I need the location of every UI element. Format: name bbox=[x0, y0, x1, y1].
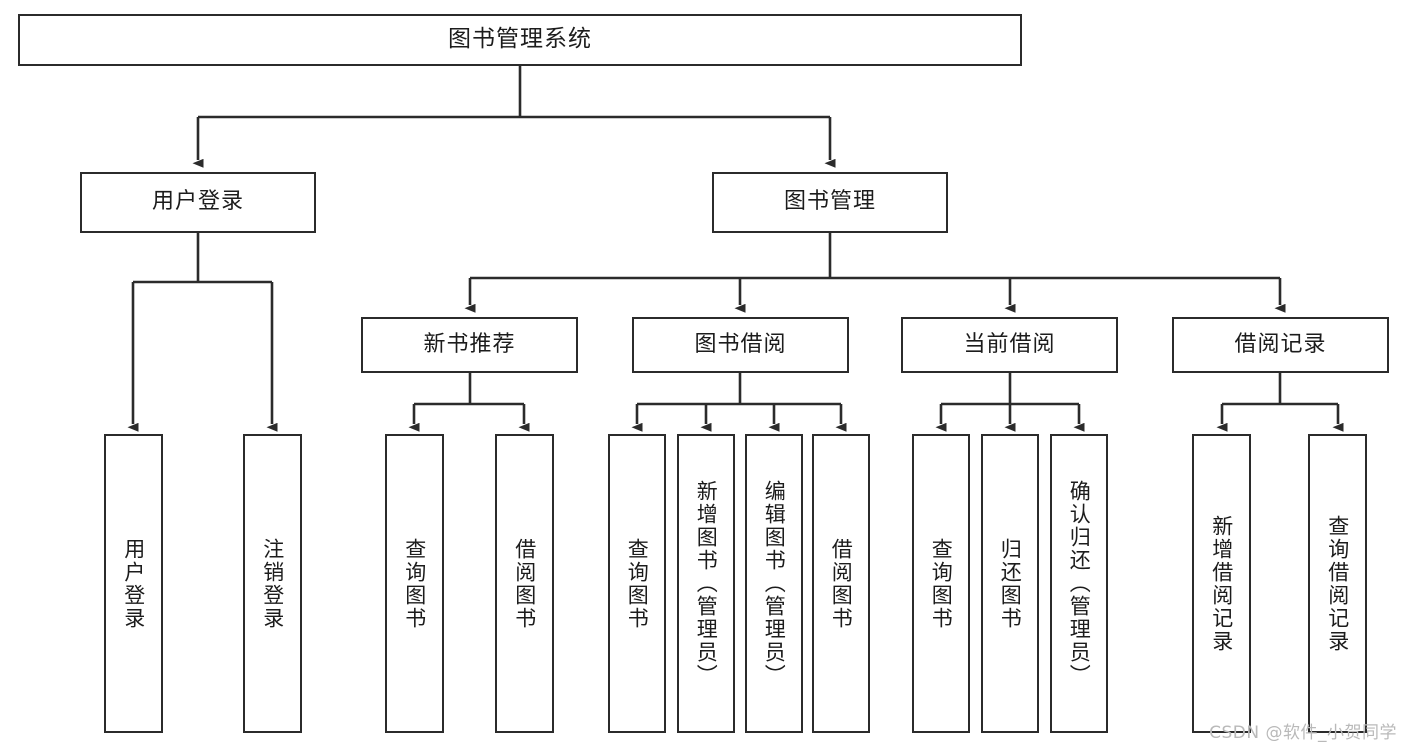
leaf-add-borrow-record[interactable]: 新增借阅记录 bbox=[1192, 434, 1251, 733]
leaf-query-book-borrow[interactable]: 查询图书 bbox=[608, 434, 666, 733]
leaf-confirm-return[interactable]: 确认归还（管理员） bbox=[1050, 434, 1108, 733]
leaf-label: 借阅图书 bbox=[829, 537, 854, 630]
leaf-borrow-book[interactable]: 借阅图书 bbox=[812, 434, 870, 733]
leaf-return-book[interactable]: 归还图书 bbox=[981, 434, 1039, 733]
leaf-query-book-recommend[interactable]: 查询图书 bbox=[385, 434, 444, 733]
csdn-watermark: CSDN @软件_小贺同学 bbox=[1209, 723, 1397, 743]
leaf-label: 新增借阅记录 bbox=[1209, 514, 1234, 653]
leaf-label: 归还图书 bbox=[998, 537, 1023, 630]
leaf-edit-book[interactable]: 编辑图书（管理员） bbox=[745, 434, 803, 733]
leaf-user-login[interactable]: 用户登录 bbox=[104, 434, 163, 733]
node-book-borrow[interactable]: 图书借阅 bbox=[632, 317, 849, 373]
node-book-manage[interactable]: 图书管理 bbox=[712, 172, 948, 233]
leaf-add-book[interactable]: 新增图书（管理员） bbox=[677, 434, 735, 733]
node-user-login[interactable]: 用户登录 bbox=[80, 172, 316, 233]
leaf-label: 编辑图书（管理员） bbox=[762, 480, 787, 687]
leaf-label: 新增图书（管理员） bbox=[694, 480, 719, 687]
leaf-query-borrow-record[interactable]: 查询借阅记录 bbox=[1308, 434, 1367, 733]
leaf-label: 查询借阅记录 bbox=[1325, 514, 1350, 653]
leaf-label: 确认归还（管理员） bbox=[1067, 480, 1092, 687]
leaf-label: 用户登录 bbox=[121, 537, 146, 630]
node-current-borrow[interactable]: 当前借阅 bbox=[901, 317, 1118, 373]
leaf-label: 查询图书 bbox=[402, 537, 427, 630]
leaf-query-book-current[interactable]: 查询图书 bbox=[912, 434, 970, 733]
leaf-label: 查询图书 bbox=[625, 537, 650, 630]
leaf-label: 查询图书 bbox=[929, 537, 954, 630]
leaf-label: 注销登录 bbox=[260, 537, 285, 630]
leaf-label: 借阅图书 bbox=[512, 537, 537, 630]
leaf-logout-login[interactable]: 注销登录 bbox=[243, 434, 302, 733]
leaf-borrow-book-recommend[interactable]: 借阅图书 bbox=[495, 434, 554, 733]
node-new-book-recommend[interactable]: 新书推荐 bbox=[361, 317, 578, 373]
node-root-system[interactable]: 图书管理系统 bbox=[18, 14, 1022, 66]
node-borrow-record[interactable]: 借阅记录 bbox=[1172, 317, 1389, 373]
